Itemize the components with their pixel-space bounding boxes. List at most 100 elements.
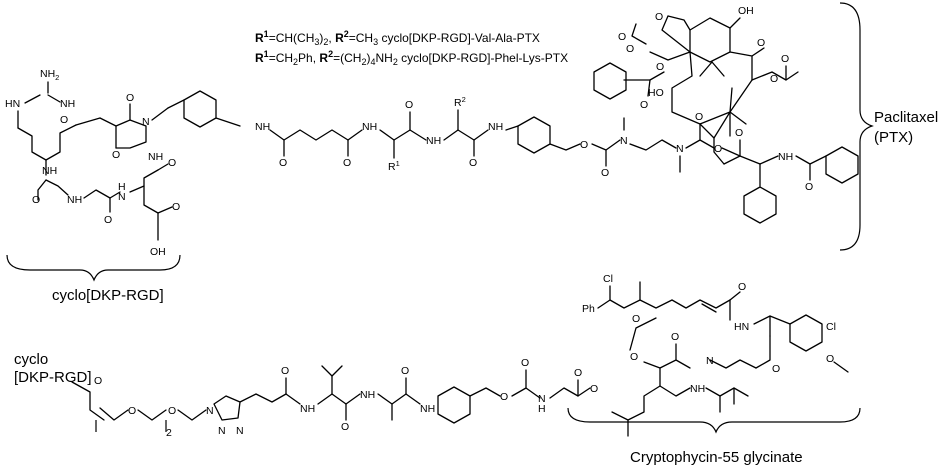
atom-o-crypto-3: O bbox=[671, 331, 679, 343]
atom-hn-crypto: HN bbox=[734, 321, 749, 333]
bond bbox=[699, 111, 731, 139]
bond bbox=[157, 163, 169, 171]
atom-oh-asp: OH bbox=[150, 246, 166, 258]
atom-o-sidechain-carbonyl: O bbox=[735, 127, 743, 139]
atom-n-linker-1: N bbox=[620, 135, 628, 147]
bond bbox=[699, 61, 713, 77]
atom-o-dkp-2: O bbox=[112, 149, 120, 161]
bond bbox=[75, 117, 101, 126]
bond-ring bbox=[37, 179, 47, 201]
atom-o-carbamate-b2: O bbox=[521, 357, 529, 369]
benzene-ring-2 bbox=[517, 116, 551, 154]
bond bbox=[157, 206, 173, 214]
bond bbox=[675, 343, 691, 369]
bond bbox=[751, 47, 765, 57]
benzene-ring-1 bbox=[183, 90, 217, 128]
bond-methyl bbox=[729, 111, 747, 125]
bond bbox=[591, 143, 607, 167]
cyclo-dkp-rgd-brace bbox=[6, 254, 181, 282]
atom-nh-linker-2: NH bbox=[362, 121, 377, 133]
bond bbox=[661, 15, 691, 53]
atom-o-acetyl-1: O bbox=[626, 43, 634, 55]
bond-ethylene bbox=[629, 139, 677, 151]
atom-n-crypto: N bbox=[706, 355, 714, 367]
atom-nh-linker-1: NH bbox=[255, 121, 270, 133]
bond-ala bbox=[377, 393, 393, 421]
atom-o-4: O bbox=[60, 114, 68, 126]
bond bbox=[391, 393, 407, 405]
bond-acetyl-1 bbox=[631, 23, 647, 45]
peg-repeat-subscript: 2 bbox=[166, 427, 172, 439]
atom-n-triazole-1: N bbox=[206, 405, 214, 417]
bond bbox=[393, 129, 411, 141]
atom-nh-b2: NH bbox=[360, 389, 375, 401]
bond bbox=[473, 129, 489, 141]
bottom-molecule: cyclo [DKP-RGD] O O 2 O N N N O NH O NH … bbox=[14, 351, 598, 439]
bond-ring bbox=[45, 179, 69, 196]
atom-o-acetyl-1b: O bbox=[618, 31, 626, 43]
atom-n-triazole-3: N bbox=[236, 425, 244, 437]
bond bbox=[24, 94, 41, 104]
paclitaxel-brace bbox=[839, 2, 874, 251]
bond bbox=[577, 387, 591, 397]
atom-nh2: NH2 bbox=[40, 68, 59, 82]
atom-o-amide-b3: O bbox=[401, 365, 409, 377]
atom-r1: R1 bbox=[388, 159, 400, 173]
paclitaxel-label: Paclitaxel bbox=[874, 109, 938, 126]
bond bbox=[755, 335, 771, 369]
bond bbox=[505, 125, 519, 131]
atom-o-ester: O bbox=[714, 143, 722, 155]
bond-crypto-chain bbox=[597, 299, 673, 309]
bond bbox=[331, 365, 343, 377]
benzene-ring-benzoyl bbox=[593, 62, 627, 100]
legend-line-1: R1=CH(CH3)2, R2=CH3 cyclo[DKP-RGD]-Val-A… bbox=[255, 29, 540, 47]
bond-acetyl-2 bbox=[751, 71, 799, 81]
atom-o-crypto-5: O bbox=[632, 313, 640, 325]
bond bbox=[71, 381, 105, 421]
atom-o-3: O bbox=[168, 157, 176, 169]
benzene-ring-pab bbox=[437, 386, 471, 424]
atom-o-2: O bbox=[104, 214, 112, 226]
bond-peg bbox=[177, 409, 207, 421]
bond bbox=[457, 129, 475, 141]
bond-ring bbox=[83, 189, 111, 199]
cyclo-dkp-rgd-label: cyclo[DKP-RGD] bbox=[52, 287, 164, 304]
bond bbox=[685, 123, 701, 149]
bond-crypto-ring bbox=[709, 359, 757, 369]
legend: R1=CH(CH3)2, R2=CH3 cyclo[DKP-RGD]-Val-A… bbox=[255, 29, 568, 67]
bond bbox=[729, 51, 753, 81]
atom-o-carbamate-b: O bbox=[500, 391, 508, 403]
bond-gly bbox=[549, 379, 579, 399]
bond bbox=[795, 155, 811, 181]
cyclo-bottom-label: [DKP-RGD] bbox=[14, 369, 92, 386]
bond-peg bbox=[137, 409, 167, 421]
top-molecule-linker: NH O O NH R1 O NH R2 O NH O O N N bbox=[255, 95, 722, 179]
benzene-ring-benzamide bbox=[825, 146, 859, 184]
bond bbox=[331, 393, 347, 405]
atom-ho-taxol: HO bbox=[648, 87, 664, 99]
bond bbox=[405, 393, 421, 405]
atom-o-acetyl-2b: O bbox=[781, 53, 789, 65]
bond-sidechain bbox=[723, 155, 761, 165]
bond bbox=[711, 61, 725, 77]
atom-o-linker-3: O bbox=[405, 99, 413, 111]
atom-nh-b1: NH bbox=[300, 403, 315, 415]
atom-n-triazole-2: N bbox=[218, 425, 226, 437]
atom-o-1: O bbox=[32, 194, 40, 206]
bond bbox=[379, 129, 395, 141]
atom-o-crypto-2: O bbox=[772, 363, 780, 375]
bond bbox=[443, 129, 459, 141]
bond bbox=[753, 315, 791, 325]
atom-o-crypto-4: O bbox=[630, 351, 638, 363]
bond-asp-chain bbox=[143, 185, 159, 241]
triazole-ring bbox=[213, 395, 241, 421]
bond bbox=[285, 393, 301, 405]
bond bbox=[833, 361, 849, 373]
cryptophycin-structure: Cl Ph O HN Cl O O N O O O NH bbox=[582, 273, 849, 437]
atom-o-carbamate-1: O bbox=[601, 167, 609, 179]
bond bbox=[525, 387, 541, 399]
bond-ring bbox=[45, 124, 77, 161]
bond bbox=[667, 15, 691, 31]
ring-taxane-a bbox=[689, 17, 731, 63]
bond bbox=[511, 369, 527, 397]
